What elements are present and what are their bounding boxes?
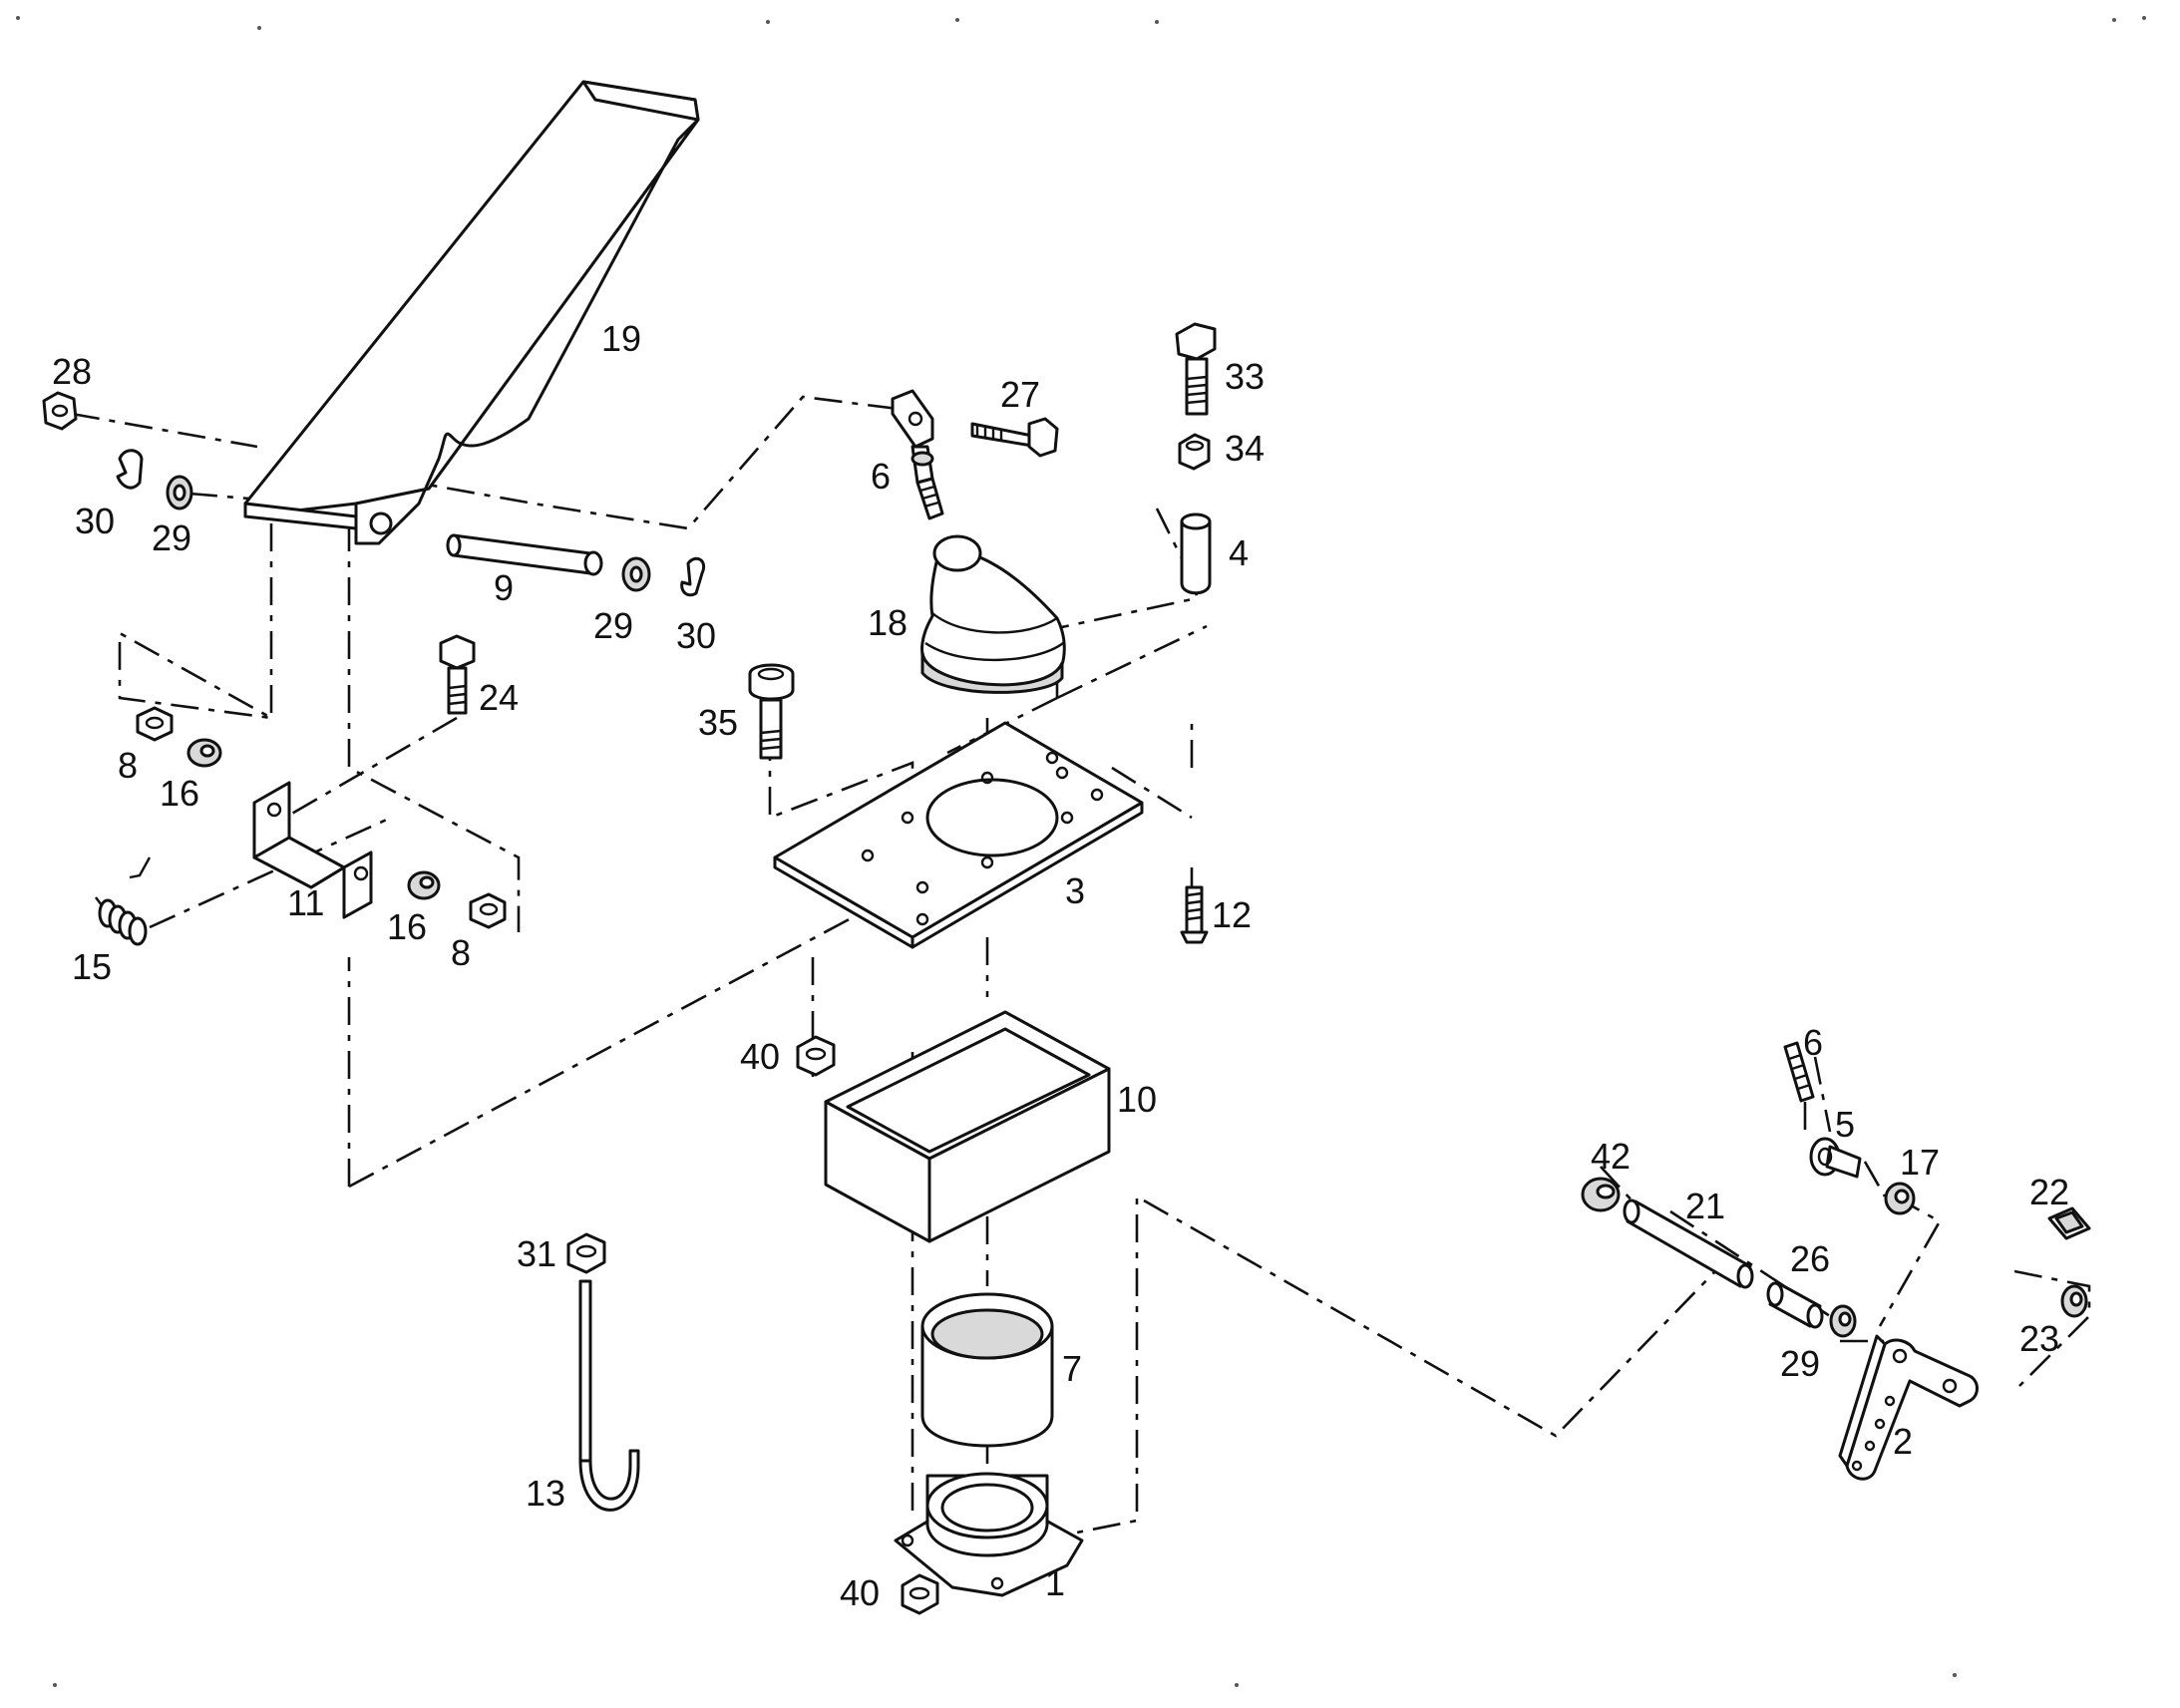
mount-plate-3 <box>773 721 1144 949</box>
nut-28 <box>42 391 78 431</box>
nut-31 <box>566 1232 606 1274</box>
callout-40-bottom: 40 <box>840 1572 880 1613</box>
callout-8-left: 8 <box>118 745 138 786</box>
callout-29-mid: 29 <box>593 605 633 646</box>
callout-1: 1 <box>1045 1562 1065 1603</box>
pin-5 <box>1809 1137 1862 1179</box>
callout-9: 9 <box>494 567 514 608</box>
bolt-27 <box>970 417 1059 458</box>
callout-30-right: 30 <box>676 615 716 656</box>
callout-16-right: 16 <box>387 906 427 947</box>
bolt-35 <box>748 663 795 760</box>
callout-17: 17 <box>1900 1142 1940 1183</box>
callout-15: 15 <box>72 946 112 987</box>
callout-21: 21 <box>1685 1186 1725 1226</box>
callout-13: 13 <box>526 1473 565 1514</box>
callout-42: 42 <box>1591 1136 1631 1177</box>
callout-8-right: 8 <box>451 932 471 973</box>
callout-19: 19 <box>601 318 641 359</box>
screw-12 <box>1180 885 1209 944</box>
bracket-11 <box>252 781 373 919</box>
washer-23 <box>2060 1284 2088 1318</box>
shaft-21 <box>1623 1198 1754 1289</box>
callout-12: 12 <box>1212 894 1252 935</box>
callout-29-right: 29 <box>1780 1343 1820 1384</box>
callout-27: 27 <box>1000 374 1040 415</box>
washer-29-right <box>1829 1304 1857 1338</box>
washer-29-left <box>166 475 193 511</box>
callout-7: 7 <box>1062 1348 1082 1389</box>
callout-23: 23 <box>2019 1318 2059 1359</box>
clip-30-left <box>116 449 144 490</box>
callout-40-top: 40 <box>740 1036 780 1077</box>
callout-5: 5 <box>1835 1104 1855 1145</box>
callout-28: 28 <box>52 351 92 392</box>
bushing-7 <box>920 1292 1054 1448</box>
pedal-arm <box>243 80 700 545</box>
clip-30-right <box>680 556 705 597</box>
nut-40-top <box>796 1035 836 1077</box>
nut-40-bottom <box>901 1573 939 1615</box>
pin-9 <box>446 533 603 576</box>
callout-10: 10 <box>1117 1079 1157 1120</box>
callout-33: 33 <box>1225 356 1265 397</box>
callout-35: 35 <box>698 702 738 743</box>
lever-2 <box>1838 1334 1979 1481</box>
washer-16-right <box>407 870 441 900</box>
callout-6-top: 6 <box>871 456 891 497</box>
spacer-4 <box>1180 512 1212 595</box>
callout-22: 22 <box>2029 1172 2069 1212</box>
boot-18 <box>920 534 1066 694</box>
box-10 <box>824 1010 1111 1243</box>
j-bolt-13 <box>578 1279 640 1512</box>
callout-2: 2 <box>1893 1421 1913 1462</box>
nut-34 <box>1178 433 1211 471</box>
callout-34: 34 <box>1225 428 1265 469</box>
callout-11: 11 <box>287 882 324 923</box>
clip-22 <box>2047 1206 2091 1240</box>
nut-8-left <box>136 706 174 742</box>
washer-42 <box>1581 1177 1621 1212</box>
callout-4: 4 <box>1229 532 1249 573</box>
rod-6-right <box>1783 1041 1815 1103</box>
callout-26: 26 <box>1790 1238 1830 1279</box>
nut-8-right <box>469 892 507 929</box>
callout-30-left: 30 <box>75 501 115 541</box>
scan-specks <box>16 16 2146 1687</box>
bolt-24 <box>439 634 476 715</box>
callout-31: 31 <box>517 1233 556 1274</box>
callout-24: 24 <box>479 677 519 718</box>
callout-16-left: 16 <box>160 773 199 814</box>
rod-end-6-top <box>891 389 944 520</box>
washer-16-left <box>186 738 222 768</box>
callout-29-left: 29 <box>152 517 191 558</box>
callout-labels: 1 2 3 4 5 6 6 7 8 8 9 10 11 12 13 15 16 … <box>52 318 2069 1613</box>
callout-6-right: 6 <box>1803 1022 1823 1063</box>
washer-29-mid <box>621 556 651 592</box>
spacer-26 <box>1766 1281 1824 1329</box>
base-flange-1 <box>894 1472 1084 1597</box>
callout-3: 3 <box>1065 870 1085 911</box>
washer-17 <box>1884 1182 1916 1215</box>
callout-18: 18 <box>868 602 908 643</box>
bolt-33 <box>1175 322 1217 416</box>
spring-15 <box>95 856 152 946</box>
